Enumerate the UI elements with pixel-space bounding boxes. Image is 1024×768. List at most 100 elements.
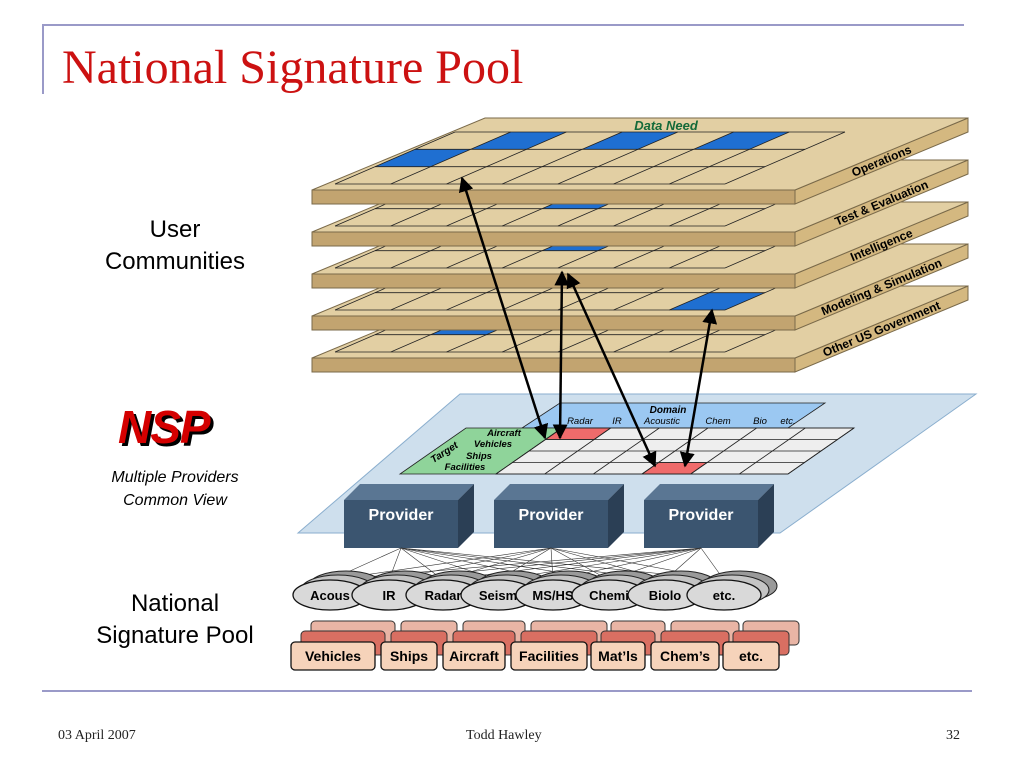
data-need-cell xyxy=(669,292,765,310)
provider-top xyxy=(494,484,624,500)
provider-side xyxy=(608,484,624,548)
provider-label: Provider xyxy=(669,507,734,524)
target-block-label: etc. xyxy=(739,648,763,664)
block-front xyxy=(590,641,646,671)
block-front xyxy=(650,641,720,671)
provider-box: Provider xyxy=(344,484,474,548)
grid-line xyxy=(446,131,567,185)
target-row-label: Facilities xyxy=(445,462,486,473)
provider-side xyxy=(458,484,474,548)
grid-line xyxy=(334,131,456,185)
user-communities-line1: User xyxy=(149,216,201,243)
data-need-arrow xyxy=(566,272,657,468)
layer-front-edge xyxy=(311,231,796,247)
signature-pool-line1: National xyxy=(130,590,220,617)
provider-front xyxy=(644,500,758,548)
top-rule xyxy=(42,24,964,26)
grid-line xyxy=(501,131,623,185)
data-need-cell xyxy=(470,132,567,150)
grid-line xyxy=(390,131,511,185)
provider-top xyxy=(644,484,774,500)
sensor-disc-label: etc. xyxy=(713,588,735,603)
target-row-label: Vehicles xyxy=(474,439,512,450)
layer-front-edge xyxy=(311,273,796,289)
provider-label: Provider xyxy=(369,507,434,524)
layer-front-edge xyxy=(311,189,796,205)
provider-label: Provider xyxy=(519,507,584,524)
slide-title: National Signature Pool xyxy=(62,41,524,94)
page-number: 32 xyxy=(946,728,960,743)
nsp-subtitle-line2: Common View xyxy=(123,492,227,509)
target-block-label: Ships xyxy=(390,648,428,664)
target-block: Facilities xyxy=(510,620,608,671)
target-block: Aircraft xyxy=(442,620,526,671)
footer-author: Todd Hawley xyxy=(466,728,542,743)
sensor-disc-label: Seism xyxy=(479,588,517,603)
user-communities-line2: Communities xyxy=(104,248,246,275)
sensor-disc-label: Acous xyxy=(310,588,350,603)
domain-column-label: Chem xyxy=(705,416,730,427)
sensor-disc: MS/HS xyxy=(515,570,607,611)
domain-column-label: etc. xyxy=(780,416,795,427)
sensor-disc-label: MS/HS xyxy=(532,588,574,603)
target-block: Mat’ls xyxy=(590,620,666,671)
provider-side xyxy=(758,484,774,548)
provider-front xyxy=(344,500,458,548)
data-need-cell xyxy=(582,132,678,150)
footer-date: 03 April 2007 xyxy=(58,728,136,743)
matrix-line xyxy=(495,427,563,475)
provider-box: Provider xyxy=(494,484,624,548)
sensor-disc: etc. xyxy=(686,570,778,611)
data-need-arrows xyxy=(458,176,718,468)
matrix-line xyxy=(787,427,855,475)
signature-pool-label: National Signature Pool xyxy=(70,588,280,652)
left-rule xyxy=(42,24,44,94)
layer-front-edge xyxy=(311,357,796,373)
domain-column-label: Bio xyxy=(753,416,767,427)
grid-line xyxy=(613,131,734,185)
data-need-arrow xyxy=(552,270,570,440)
provider-box: Provider xyxy=(644,484,774,548)
provider-top xyxy=(344,484,474,500)
block-front xyxy=(722,641,780,671)
domain-header-label: Domain xyxy=(650,405,687,416)
data-need-arrow xyxy=(458,176,549,440)
target-block: Vehicles xyxy=(290,620,396,671)
sensor-disc-label: IR xyxy=(383,588,397,603)
block-front xyxy=(290,641,376,671)
target-block: etc. xyxy=(722,620,800,671)
sensor-disc-label: Biolo xyxy=(649,588,682,603)
domain-column-label: Acoustic xyxy=(643,416,680,427)
data-need-arrow xyxy=(679,308,718,468)
layer-front-edge xyxy=(311,315,796,331)
target-block-label: Chem’s xyxy=(660,648,710,664)
sensor-disc: Radar xyxy=(405,570,497,611)
block-front xyxy=(510,641,588,671)
target-block-label: Mat’ls xyxy=(598,648,638,664)
nsp-subtitle-line1: Multiple Providers xyxy=(111,469,239,486)
target-row-label: Aircraft xyxy=(486,428,522,439)
connector-line xyxy=(442,547,702,581)
matrix-line xyxy=(739,427,806,475)
domain-column-label: IR xyxy=(612,416,622,427)
target-row-label: Ships xyxy=(466,451,492,462)
sensor-disc-label: Radar xyxy=(425,588,462,603)
target-block: Chem’s xyxy=(650,620,740,671)
nsp-subtitle: Multiple Providers Common View xyxy=(70,466,280,512)
target-block: Ships xyxy=(380,620,458,671)
data-need-label: Data Need xyxy=(634,118,699,133)
data-need-cell xyxy=(693,132,790,150)
layer-top xyxy=(311,117,969,191)
domain-column-label: Radar xyxy=(567,416,594,427)
data-need-cell xyxy=(375,149,471,167)
signature-pool-line2: Signature Pool xyxy=(96,622,254,649)
block-front xyxy=(380,641,438,671)
grid-line xyxy=(669,131,790,185)
grid-line xyxy=(724,131,846,185)
target-block-label: Vehicles xyxy=(305,648,361,664)
provider-front xyxy=(494,500,608,548)
